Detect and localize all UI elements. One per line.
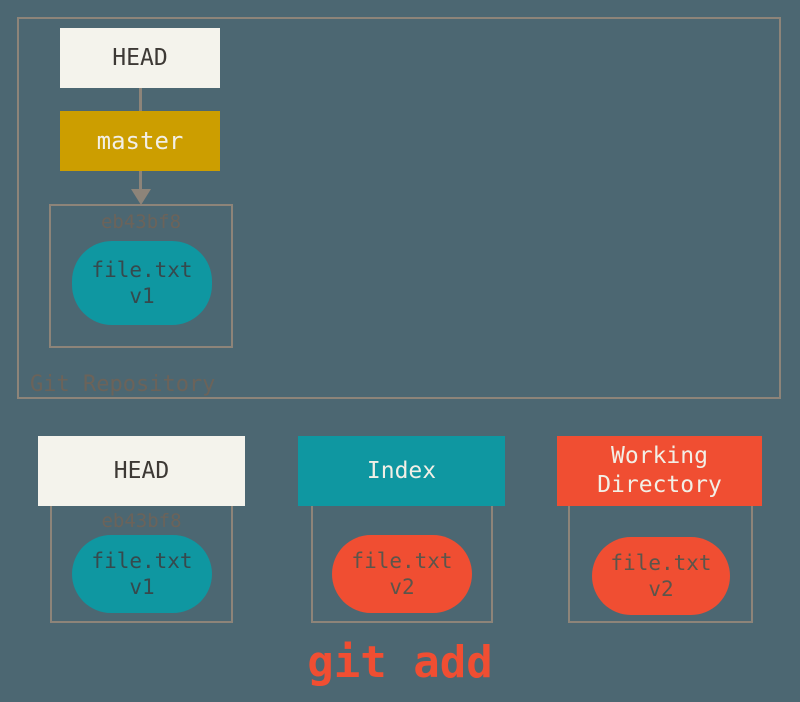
head-file-blob: file.txt v1 (72, 535, 212, 613)
commit-id-label: eb43bf8 (100, 211, 182, 233)
working-directory-column-title: Working Directory (597, 443, 722, 498)
head-commit-id-label: eb43bf8 (101, 510, 182, 532)
index-column-header: Index (298, 436, 505, 506)
index-file-blob: file.txt v2 (332, 535, 472, 613)
file-version-label: v2 (648, 577, 674, 601)
commit-box (49, 204, 233, 348)
working-directory-file-blob: file.txt v2 (592, 537, 730, 615)
file-version-label: v1 (129, 284, 155, 308)
file-name-label: file.txt (351, 549, 453, 573)
master-branch-label: master (96, 127, 184, 155)
file-version-label: v2 (389, 575, 415, 599)
head-column-header: HEAD (38, 436, 245, 506)
git-add-command-label: git add (307, 637, 493, 688)
file-name-label: file.txt (91, 549, 193, 573)
head-column-title: HEAD (113, 457, 170, 484)
working-directory-column-header: Working Directory (557, 436, 762, 506)
file-name-label: file.txt (91, 258, 193, 282)
file-version-label: v1 (129, 575, 155, 599)
git-repository-label: Git Repository (30, 372, 216, 397)
git-repository-box (17, 17, 781, 399)
file-name-label: file.txt (610, 551, 712, 575)
master-to-commit-connector (139, 171, 142, 190)
head-to-master-connector (139, 88, 142, 111)
index-column-title: Index (366, 457, 437, 484)
arrowhead-down-icon (131, 189, 151, 205)
head-node: HEAD (60, 28, 220, 88)
commit-file-blob: file.txt v1 (72, 241, 212, 325)
head-node-label: HEAD (112, 45, 168, 71)
master-branch-node: master (60, 111, 220, 171)
